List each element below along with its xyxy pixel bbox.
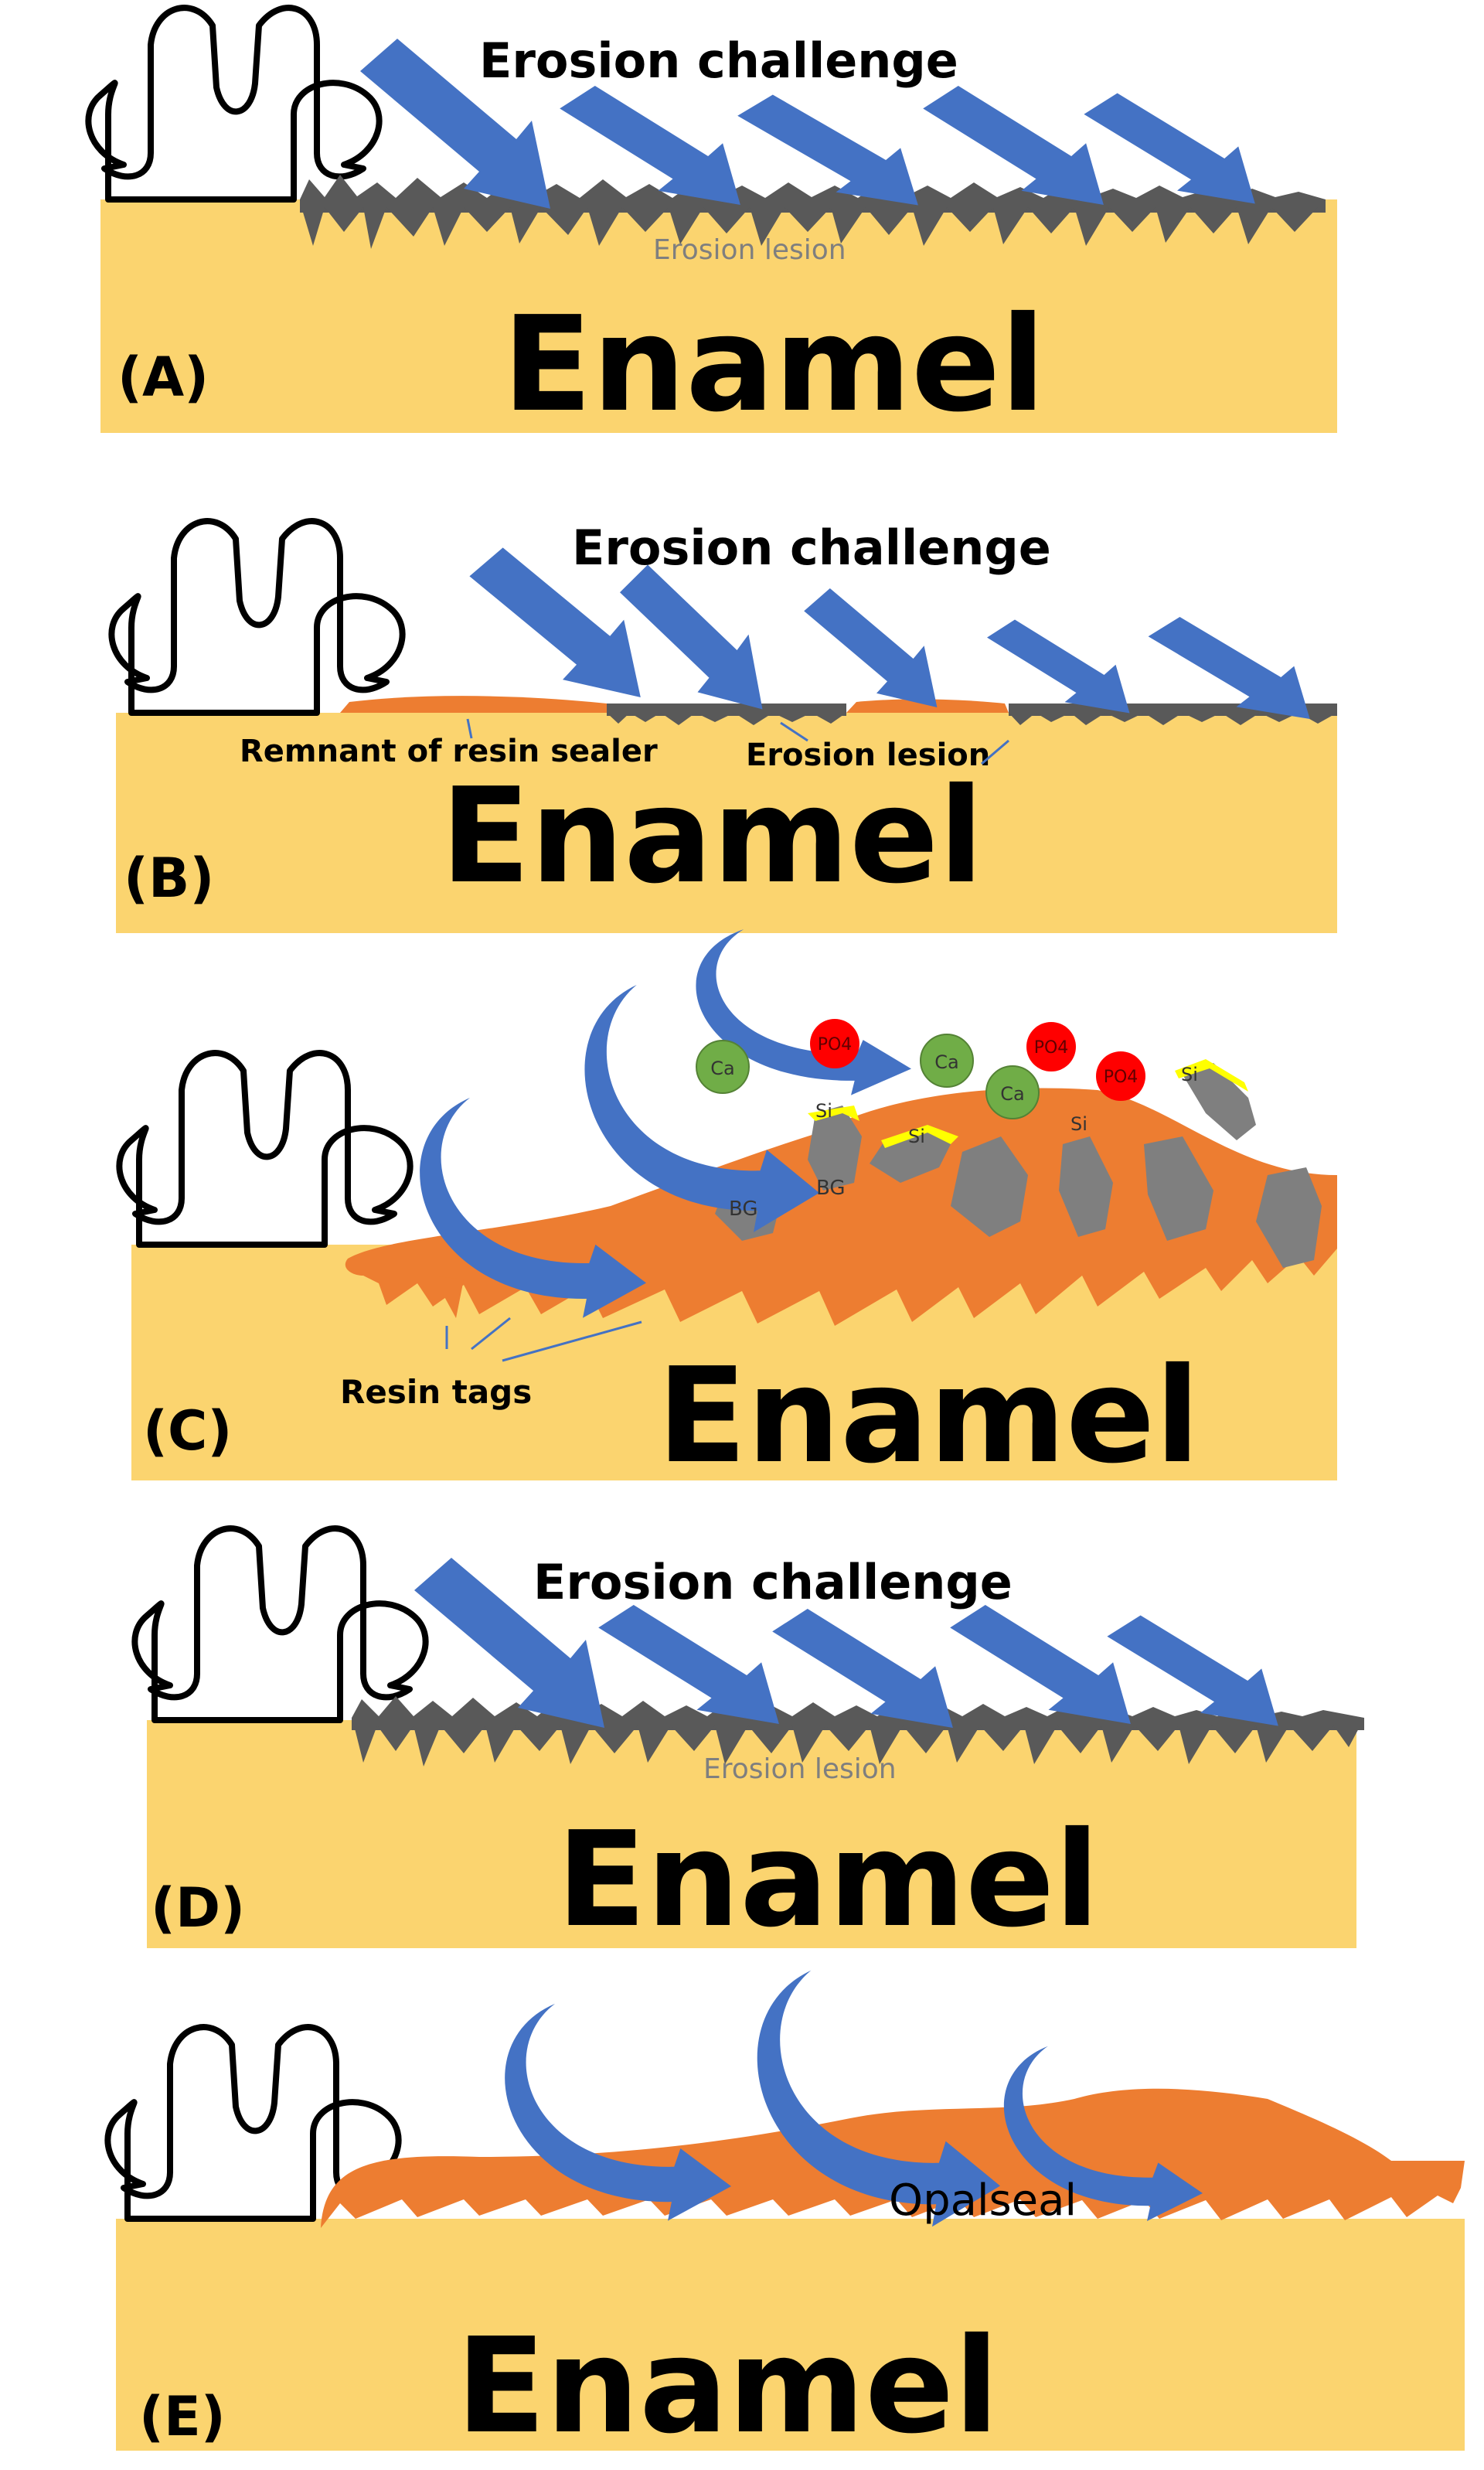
pointer-line [466, 718, 473, 739]
enamel-layer [100, 199, 1337, 433]
erosion-lesion-layer [607, 704, 1337, 725]
calcium-ion [920, 1034, 974, 1088]
bg-particle [1183, 1063, 1256, 1140]
resin-tags-label: Resin tags [340, 1373, 532, 1411]
panel-a: Erosion challenge Erosion lesion Enamel … [88, 8, 1337, 441]
calcium-ions: Ca Ca Ca [696, 1034, 1040, 1119]
curved-arrow [584, 985, 819, 1232]
erosion-arrow [1107, 1615, 1278, 1726]
resin-remnant [846, 699, 1009, 713]
enamel-label: Enamel [556, 1804, 1100, 1957]
erosion-lesion-label: Erosion lesion [653, 234, 846, 266]
panel-label: (A) [117, 346, 209, 409]
panel-label: (C) [143, 1399, 232, 1463]
calcium-ion [696, 1040, 750, 1094]
enamel-layer [147, 1720, 1356, 1948]
bracket-icon [119, 1053, 410, 1245]
erosion-lesion-label: Erosion lesion [746, 738, 990, 773]
pointer-line [502, 1320, 642, 1362]
bracket-icon [134, 1528, 425, 1720]
panel-label: (B) [124, 847, 214, 910]
pointer-line [471, 1317, 511, 1351]
phosphate-ion [810, 1019, 859, 1068]
phosphate-ion-label: PO4 [818, 1035, 853, 1054]
erosion-arrow [987, 619, 1130, 714]
enamel-layer [116, 2219, 1465, 2451]
silicon-label: Si [1181, 1064, 1198, 1085]
erosion-arrow [620, 564, 763, 710]
resin-remnant [340, 696, 607, 713]
resin-tag [433, 1276, 464, 1318]
phosphate-ion [1096, 1051, 1145, 1101]
erosion-arrow [950, 1605, 1131, 1724]
erosion-challenge-label: Erosion challenge [479, 32, 958, 89]
panel-label: (E) [139, 2385, 226, 2448]
panel-label: (D) [151, 1876, 245, 1940]
erosion-challenge-label: Erosion challenge [533, 1554, 1013, 1610]
erosion-arrow [598, 1605, 779, 1724]
erosion-arrow [804, 588, 938, 707]
bioactive-glass-label: BG [816, 1177, 846, 1200]
enamel-layer [116, 713, 1337, 933]
silicon-label: Si [908, 1126, 925, 1147]
bg-particle [1256, 1167, 1322, 1268]
bg-particle [808, 1106, 862, 1191]
pointer-line [981, 739, 1009, 765]
panel-d: Erosion challenge Erosion lesion Enamel … [134, 1528, 1364, 1957]
bracket-icon [88, 8, 379, 199]
bracket-icon [111, 521, 402, 713]
calcium-ion-label: Ca [710, 1058, 734, 1079]
calcium-ion-label: Ca [1000, 1083, 1024, 1105]
si-deposit [1175, 1059, 1248, 1092]
panel-e: Opalseal Enamel (E) [107, 1970, 1465, 2463]
silicon-deposits [808, 1059, 1248, 1148]
pointer-lines [445, 1317, 642, 1362]
enamel-label: Enamel [441, 760, 984, 913]
erosion-challenge-label: Erosion challenge [572, 520, 1051, 576]
bg-particle [1144, 1136, 1213, 1241]
bg-particle [1059, 1136, 1113, 1237]
opalseal-label: Opalseal [889, 2175, 1077, 2226]
phosphate-ion-label: PO4 [1104, 1068, 1139, 1087]
erosion-arrow [1084, 93, 1255, 204]
erosion-lesion-label: Erosion lesion [703, 1753, 897, 1785]
panel-b: Erosion challenge Remnant of resin seale… [111, 520, 1337, 933]
pointer-line [780, 721, 808, 742]
bg-particle [951, 1136, 1028, 1237]
silicon-label: Si [1070, 1113, 1087, 1135]
phosphate-ion [1026, 1022, 1076, 1071]
erosion-arrow [737, 94, 918, 206]
calcium-ion [985, 1065, 1040, 1119]
enamel-label: Enamel [456, 2310, 999, 2463]
erosion-arrow [923, 86, 1104, 205]
bioactive-glass-label: BG [729, 1198, 758, 1221]
panel-c: Ca Ca Ca PO4 PO4 PO4 Si Si Si Si BG BG R… [119, 929, 1337, 1493]
enamel-label: Enamel [657, 1340, 1200, 1493]
remnant-resin-label: Remnant of resin sealer [240, 734, 658, 769]
si-deposit [808, 1106, 859, 1121]
enamel-label: Enamel [502, 288, 1046, 441]
phosphate-ions: PO4 PO4 PO4 [810, 1019, 1145, 1101]
si-deposit [881, 1125, 958, 1148]
phosphate-ion-label: PO4 [1034, 1038, 1069, 1058]
silicon-label: Si [815, 1100, 832, 1122]
calcium-ion-label: Ca [934, 1051, 958, 1073]
